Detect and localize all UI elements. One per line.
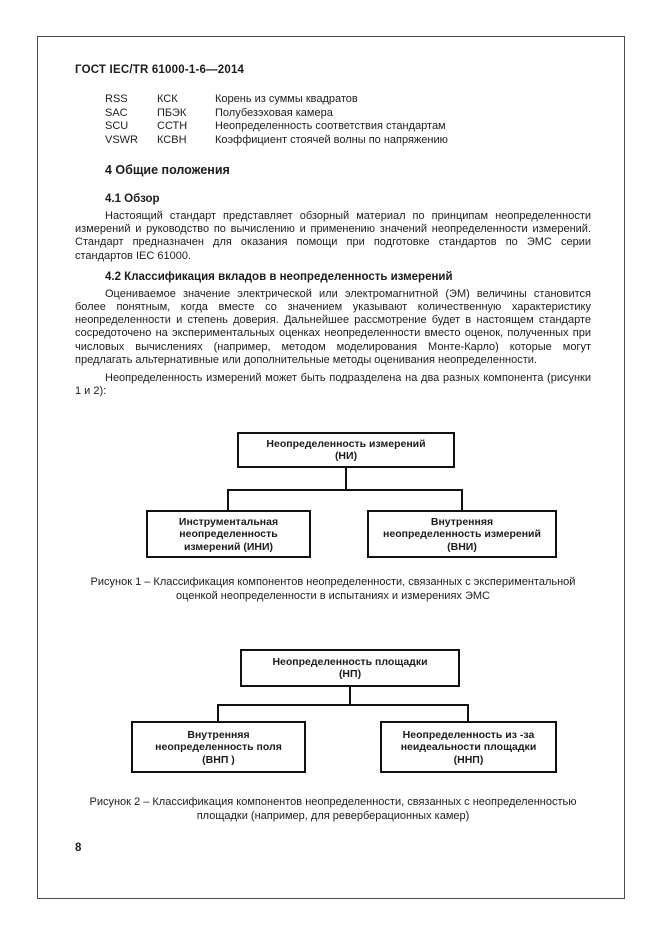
figure-2-diagram: Неопределенность площадки (НП) Внутрення… [75,649,591,774]
section-4-1-title: 4.1 Обзор [105,193,160,205]
abbr-desc: Коэффициент стоячей волны по напряжению [215,133,448,146]
fig1-right-box: Внутренняя неопределенность измерений (В… [367,510,557,559]
abbr-en: SAC [105,106,128,119]
figure-2-caption: Рисунок 2 – Классификация компонентов не… [89,796,577,823]
abbr-desc: Корень из суммы квадратов [215,93,358,105]
abbr-desc: Неопределенность соответствия стандартам [215,120,446,132]
fig2-left-box: Внутренняя неопределенность поля (ВНП ) [131,721,306,774]
fig1-left-box: Инструментальная неопределенность измере… [146,510,311,559]
abbreviation-list: RSS КСК Корень из суммы квадратов SAC ПБ… [105,93,591,147]
fig2-root-box: Неопределенность площадки (НП) [240,649,460,688]
abbreviation-row: RSS КСК Корень из суммы квадратов [105,93,591,107]
abbr-ru: КСК [157,93,178,105]
figure-1-diagram: Неопределенность измерений (НИ) Инструме… [75,432,591,559]
figure-1-caption: Рисунок 1 – Классификация компонентов не… [90,576,576,603]
page-number: 8 [75,842,82,854]
page-content: ГОСТ IEC/TR 61000-1-6—2014 RSS КСК Корен… [75,64,591,823]
abbr-en: RSS [105,93,128,105]
fig2-crossbar-line [217,704,469,707]
abbr-ru: КСВН [157,133,187,146]
section-4-2-title: 4.2 Классификация вкладов в неопределенн… [105,270,453,283]
abbreviation-row: VSWR КСВН Коэффициент стоячей волны по н… [105,134,591,148]
section-4-title: 4 Общие положения [105,163,230,177]
section-4-2-paragraph-2: Неопределенность измерений может быть по… [75,372,591,398]
abbr-en: SCU [105,120,129,132]
fig2-root-stem-line [349,687,351,705]
document-code-header: ГОСТ IEC/TR 61000-1-6—2014 [75,64,245,76]
fig1-left-drop-line [227,489,229,511]
abbr-ru: ССТН [157,120,188,132]
fig1-crossbar-line [227,489,463,492]
abbreviation-row: SAC ПБЭК Полубезэховая камера [105,107,591,121]
fig1-right-drop-line [461,489,463,511]
abbr-desc: Полубезэховая камера [215,106,333,119]
fig1-root-stem-line [345,468,347,490]
abbreviation-row: SCU ССТН Неопределенность соответствия с… [105,120,591,134]
section-4-2-paragraph-1: Оцениваемое значение электрической или э… [75,287,591,366]
fig2-right-drop-line [467,704,469,722]
abbr-en: VSWR [105,133,138,146]
section-4-1-paragraph: Настоящий стандарт представляет обзорный… [75,210,591,262]
fig2-left-drop-line [217,704,219,722]
abbr-ru: ПБЭК [157,106,187,119]
fig2-right-box: Неопределенность из -за неидеальности пл… [380,721,557,774]
fig1-root-box: Неопределенность измерений (НИ) [237,432,455,469]
